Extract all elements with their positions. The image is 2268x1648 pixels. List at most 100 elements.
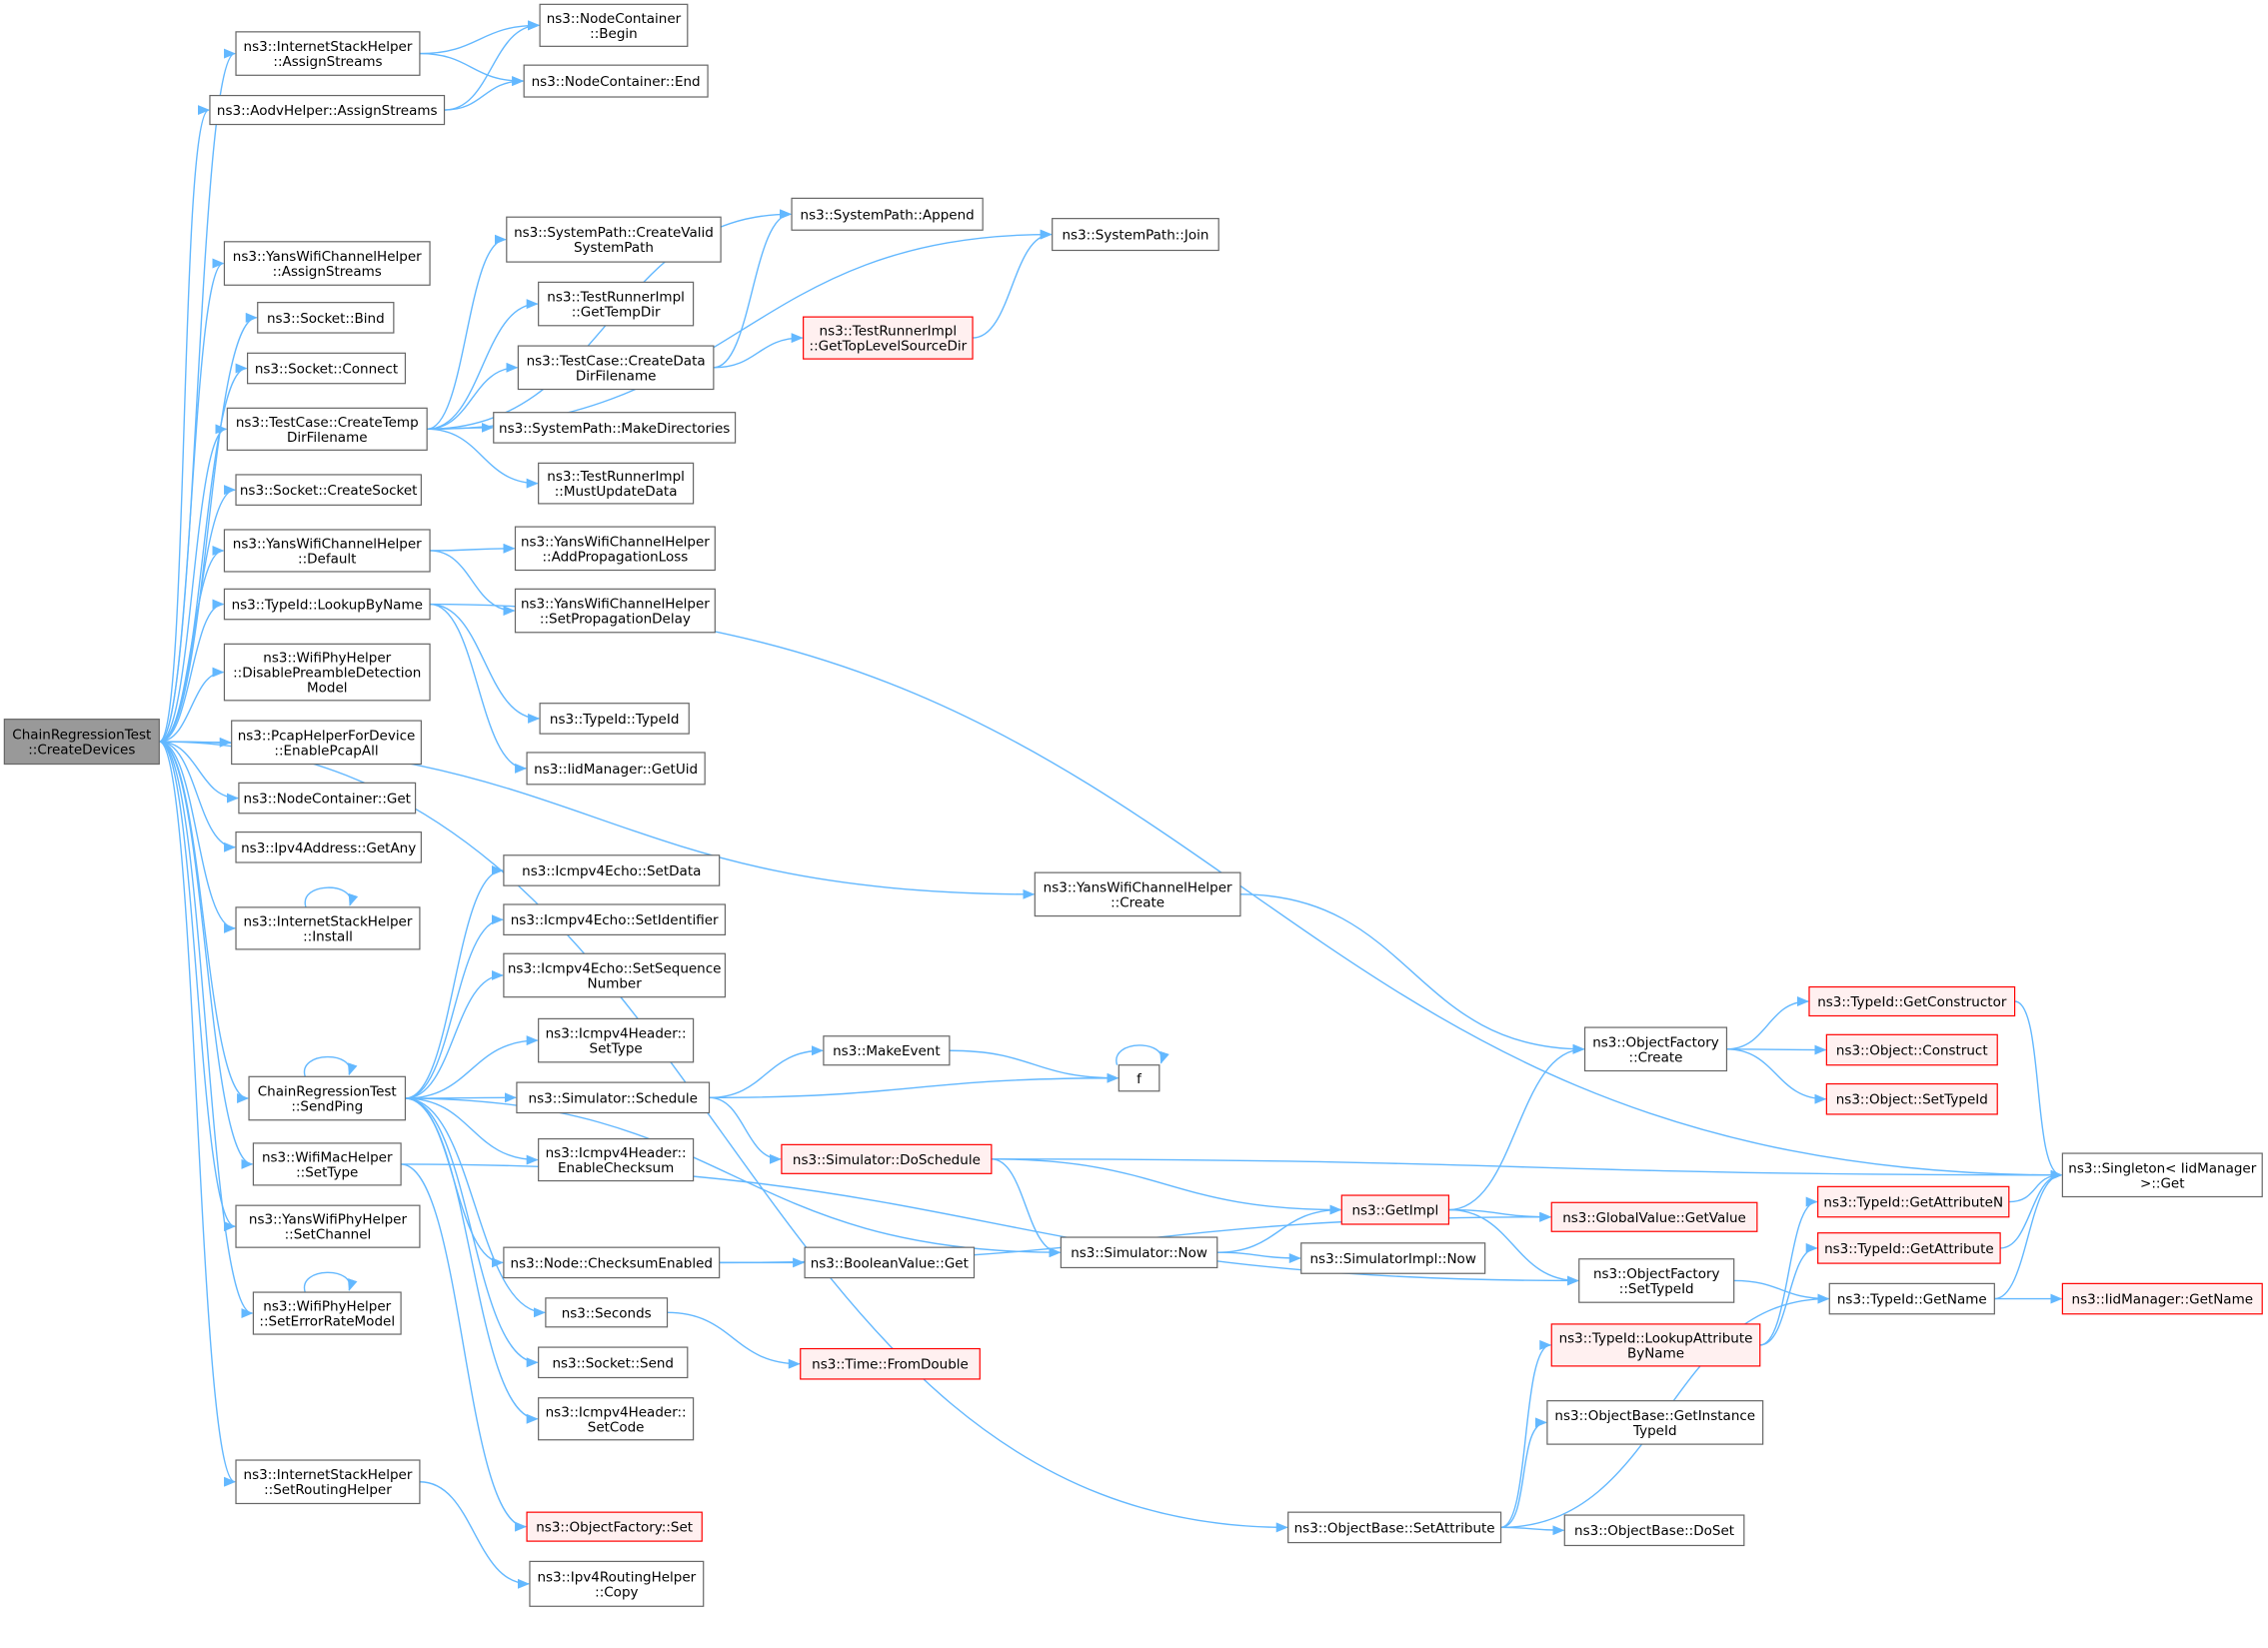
call-edge-crt_sendping-to-crt_sendping xyxy=(303,1055,358,1077)
node-icmp_setid[interactable]: ns3::Icmpv4Echo::SetIdentifier xyxy=(503,903,727,936)
node-label: ns3::ObjectBase::DoSet xyxy=(1574,1523,1734,1539)
node-sock_bind[interactable]: ns3::Socket::Bind xyxy=(257,302,395,334)
node-sp_append[interactable]: ns3::SystemPath::Append xyxy=(791,197,984,231)
call-edge-ob_setattr-to-ob_getinstance xyxy=(1500,1417,1547,1529)
node-box xyxy=(1060,1236,1218,1269)
node-ywch_setdelay[interactable]: ns3::YansWifiChannelHelper::SetPropagati… xyxy=(514,588,716,634)
node-ish_install[interactable]: ns3::InternetStackHelper::Install xyxy=(235,906,421,950)
node-wph_seterror[interactable]: ns3::WifiPhyHelper::SetErrorRateModel xyxy=(252,1291,402,1335)
call-edge-typeid_lookupattr-to-typeid_getattr xyxy=(1759,1242,1818,1346)
node-nc_get[interactable]: ns3::NodeContainer::Get xyxy=(238,782,417,815)
node-typeid_lookup[interactable]: ns3::TypeId::LookupByName xyxy=(223,588,431,621)
node-label: ns3::TestCase::CreateTemp xyxy=(236,415,419,431)
node-nc_end[interactable]: ns3::NodeContainer::End xyxy=(523,64,709,98)
node-typeid_getattrn[interactable]: ns3::TypeId::GetAttributeN xyxy=(1817,1185,2010,1218)
node-tri_gettemp[interactable]: ns3::TestRunnerImpl::GetTempDir xyxy=(538,281,695,327)
node-aodv_assign[interactable]: ns3::AodvHelper::AssignStreams xyxy=(209,94,446,126)
node-label: ns3::TestRunnerImpl xyxy=(547,469,685,485)
node-node_checksum[interactable]: ns3::Node::ChecksumEnabled xyxy=(503,1246,721,1279)
node-crt_sendping[interactable]: ChainRegressionTest::SendPing xyxy=(248,1075,407,1121)
node-sp_join[interactable]: ns3::SystemPath::Join xyxy=(1052,218,1219,252)
node-time_fromdouble[interactable]: ns3::Time::FromDouble xyxy=(800,1347,981,1380)
node-label: ns3::SystemPath::MakeDirectories xyxy=(499,421,730,437)
node-of_settypeid[interactable]: ns3::ObjectFactory::SetTypeId xyxy=(1578,1258,1735,1303)
node-iid_getuid[interactable]: ns3::IidManager::GetUid xyxy=(526,752,706,786)
node-of_set[interactable]: ns3::ObjectFactory::Set xyxy=(526,1511,703,1542)
node-ywch_create[interactable]: ns3::YansWifiChannelHelper::Create xyxy=(1034,871,1241,917)
node-obj_construct[interactable]: ns3::Object::Construct xyxy=(1825,1033,1998,1066)
node-ywch_addloss[interactable]: ns3::YansWifiChannelHelper::AddPropagati… xyxy=(514,526,716,572)
node-sock_createsocket[interactable]: ns3::Socket::CreateSocket xyxy=(235,474,422,506)
node-sock_connect[interactable]: ns3::Socket::Connect xyxy=(247,352,407,385)
node-ywph_setchannel[interactable]: ns3::YansWifiPhyHelper::SetChannel xyxy=(235,1204,421,1248)
node-label: ::SetErrorRateModel xyxy=(259,1314,395,1330)
node-singleton_get[interactable]: ns3::Singleton< IidManager >::Get xyxy=(2061,1152,2263,1198)
node-pcap_enable[interactable]: ns3::PcapHelperForDevice::EnablePcapAll xyxy=(231,720,422,766)
node-label: ChainRegressionTest xyxy=(12,728,151,744)
node-box xyxy=(223,241,431,286)
node-icmph_enablecs[interactable]: ns3::Icmpv4Header::EnableChecksum xyxy=(538,1137,695,1182)
node-icmp_setdata[interactable]: ns3::Icmpv4Echo::SetData xyxy=(503,854,721,886)
node-tri_mustupdate[interactable]: ns3::TestRunnerImpl::MustUpdateData xyxy=(538,462,695,505)
node-label: ns3::TypeId::GetName xyxy=(1837,1292,1987,1308)
node-socket_send[interactable]: ns3::Socket::Send xyxy=(538,1346,689,1379)
node-of_create[interactable]: ns3::ObjectFactory::Create xyxy=(1583,1026,1728,1072)
node-typeid_getctor[interactable]: ns3::TypeId::GetConstructor xyxy=(1808,985,2016,1017)
node-sim_doschedule[interactable]: ns3::Simulator::DoSchedule xyxy=(781,1143,993,1174)
node-bv_get[interactable]: ns3::BooleanValue::Get xyxy=(804,1246,976,1279)
node-typeid_typeid[interactable]: ns3::TypeId::TypeId xyxy=(539,703,690,735)
node-typeid_getname[interactable]: ns3::TypeId::GetName xyxy=(1828,1282,1995,1315)
node-box xyxy=(235,1459,421,1505)
node-ob_doset[interactable]: ns3::ObjectBase::DoSet xyxy=(1563,1514,1745,1547)
node-gv_getvalue[interactable]: ns3::GlobalValue::GetValue xyxy=(1550,1201,1758,1232)
node-ipv4_getany[interactable]: ns3::Ipv4Address::GetAny xyxy=(235,830,422,863)
node-box xyxy=(1118,1064,1160,1092)
node-label: ns3::TypeId::GetAttribute xyxy=(1824,1241,1994,1257)
call-edge-sim_schedule-to-sim_doschedule xyxy=(709,1096,782,1164)
node-ish_setrouting[interactable]: ns3::InternetStackHelper::SetRoutingHelp… xyxy=(235,1459,421,1505)
call-edge-ob_setattr-to-typeid_lookupattr xyxy=(1500,1339,1552,1529)
call-edge-crt_sendping-to-icmph_setcode xyxy=(405,1097,539,1424)
node-box xyxy=(248,1075,407,1121)
node-sp_makedirs[interactable]: ns3::SystemPath::MakeDirectories xyxy=(493,412,737,444)
node-icmph_settype[interactable]: ns3::Icmpv4Header::SetType xyxy=(538,1017,695,1063)
node-f[interactable]: f xyxy=(1118,1064,1160,1092)
node-getimpl[interactable]: ns3::GetImpl xyxy=(1340,1194,1450,1225)
node-ywch_assign[interactable]: ns3::YansWifiChannelHelper::AssignStream… xyxy=(223,241,431,286)
node-simimpl_now[interactable]: ns3::SimulatorImpl::Now xyxy=(1300,1242,1486,1274)
node-label: Model xyxy=(307,681,348,697)
node-box xyxy=(247,352,407,385)
node-box xyxy=(538,1346,689,1379)
node-ish_assign[interactable]: ns3::InternetStackHelper::AssignStreams xyxy=(235,31,421,76)
node-box xyxy=(529,1560,705,1607)
node-wmh_settype[interactable]: ns3::WifiMacHelper::SetType xyxy=(252,1142,402,1186)
node-typeid_getattr[interactable]: ns3::TypeId::GetAttribute xyxy=(1817,1232,2001,1264)
node-icmph_setcode[interactable]: ns3::Icmpv4Header::SetCode xyxy=(538,1397,695,1441)
call-edge-crt_sendping-to-icmp_setseq xyxy=(405,969,504,1099)
node-iid_getname[interactable]: ns3::IidManager::GetName xyxy=(2061,1282,2263,1315)
node-makeevent[interactable]: ns3::MakeEvent xyxy=(823,1035,951,1066)
node-sim_schedule[interactable]: ns3::Simulator::Schedule xyxy=(516,1081,711,1114)
node-label: ns3::TypeId::GetConstructor xyxy=(1817,994,2007,1010)
call-edge-crt_sendping-to-socket_send xyxy=(405,1097,539,1368)
node-tri_gettop[interactable]: ns3::TestRunnerImpl::GetTopLevelSourceDi… xyxy=(803,316,974,360)
node-box xyxy=(514,588,716,634)
node-ipv4rh_copy[interactable]: ns3::Ipv4RoutingHelper::Copy xyxy=(529,1560,705,1607)
node-label: ::GetTempDir xyxy=(572,305,661,321)
node-label: ns3::Seconds xyxy=(562,1305,652,1321)
node-nc_begin[interactable]: ns3::NodeContainer::Begin xyxy=(539,3,689,47)
call-edge-root-to-aodv_assign xyxy=(158,105,210,743)
node-wph_disable[interactable]: ns3::WifiPhyHelper::DisablePreambleDetec… xyxy=(223,643,431,702)
node-obj_settypeid[interactable]: ns3::Object::SetTypeId xyxy=(1825,1082,1998,1115)
node-seconds[interactable]: ns3::Seconds xyxy=(545,1297,669,1328)
call-edge-tc_createdata-to-sp_append xyxy=(713,209,793,369)
node-ywch_default[interactable]: ns3::YansWifiChannelHelper::Default xyxy=(223,529,431,573)
node-sim_now[interactable]: ns3::Simulator::Now xyxy=(1060,1236,1218,1269)
node-ob_setattr[interactable]: ns3::ObjectBase::SetAttribute xyxy=(1287,1511,1502,1544)
